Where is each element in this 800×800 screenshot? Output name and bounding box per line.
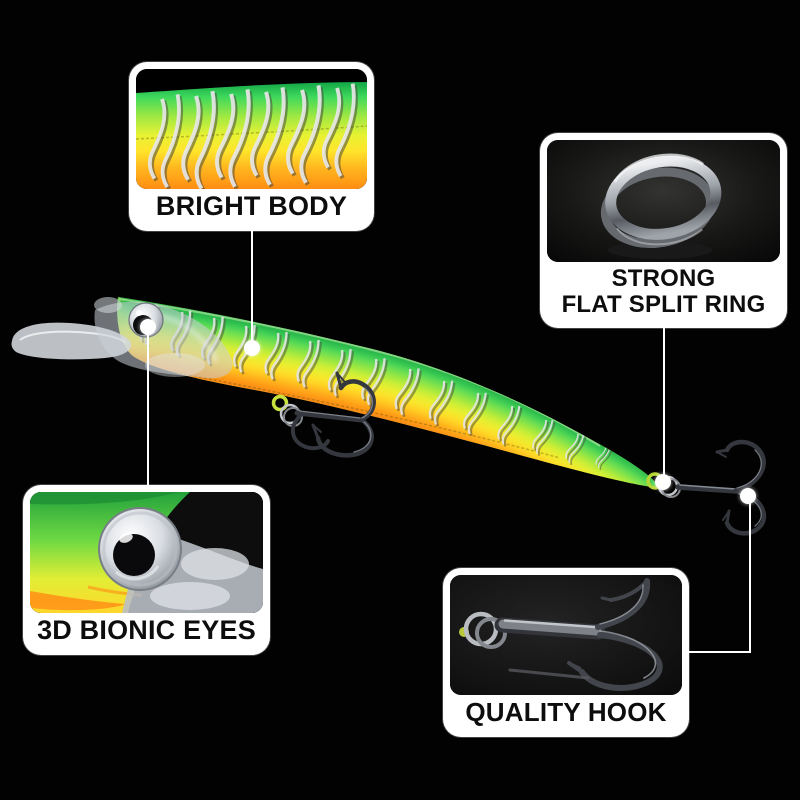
connector-dot-bright-body	[244, 340, 260, 356]
connector-line-quality-hook-horizontal	[689, 651, 751, 653]
bionic-eyes-label-text: 3D BIONIC EYES	[37, 614, 256, 645]
connector-line-bionic-eyes	[147, 329, 149, 487]
callout-split-ring: STRONG FLAT SPLIT RING	[540, 133, 787, 328]
split-ring-label-line1: STRONG	[611, 264, 716, 292]
quality-hook-label: QUALITY HOOK	[450, 695, 682, 730]
callout-quality-hook: QUALITY HOOK	[443, 568, 689, 737]
split-ring-label-line2: FLAT SPLIT RING	[561, 290, 766, 318]
connector-line-quality-hook-vertical	[749, 497, 751, 653]
connector-dot-bionic-eyes	[140, 319, 156, 335]
connector-dot-quality-hook	[740, 488, 756, 504]
bright-body-label: BRIGHT BODY	[136, 189, 367, 224]
quality-hook-photo	[450, 575, 682, 695]
bionic-eyes-photo	[30, 492, 263, 613]
lure-bill	[11, 297, 233, 379]
split-ring-photo	[547, 140, 780, 262]
bright-body-label-text: BRIGHT BODY	[155, 190, 348, 221]
front-treble-hook	[271, 371, 376, 458]
quality-hook-label-text: QUALITY HOOK	[465, 697, 667, 728]
bright-body-photo	[136, 69, 367, 189]
bionic-eyes-label: 3D BIONIC EYES	[30, 613, 263, 648]
connector-dot-split-ring	[655, 474, 671, 490]
callout-bright-body: BRIGHT BODY	[129, 62, 374, 231]
connector-line-bright-body	[251, 229, 253, 350]
callout-bionic-eyes: 3D BIONIC EYES	[23, 485, 270, 655]
split-ring-label: STRONG FLAT SPLIT RING	[547, 262, 780, 321]
connector-line-split-ring	[663, 325, 665, 483]
